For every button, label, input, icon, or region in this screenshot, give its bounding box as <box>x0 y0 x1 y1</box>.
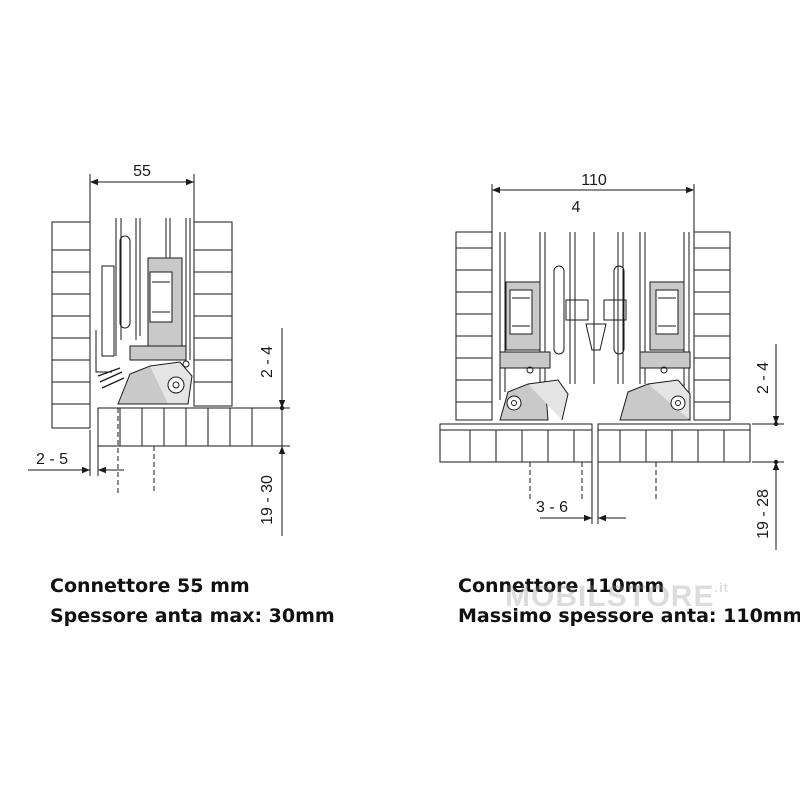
left-assembly <box>51 218 283 494</box>
left-cabinet-panel <box>51 221 91 429</box>
left-width-label: 55 <box>133 163 151 180</box>
right-left-door <box>439 423 593 463</box>
right-cabinet-panel <box>193 221 233 407</box>
right-gap-label: 2 - 4 <box>755 362 772 394</box>
right-right-cabinet-panel <box>693 231 731 421</box>
watermark-logo: MOBILSTORE.it <box>505 580 729 614</box>
right-caption: Connettore 110mm Massimo spessore anta: … <box>458 571 800 631</box>
left-caption-spec: Spessore anta max: 30mm <box>50 605 335 627</box>
watermark-brand: MOBILSTORE <box>505 580 715 613</box>
right-center-gap-label: 3 - 6 <box>536 499 568 516</box>
left-offset-label: 2 - 5 <box>36 451 68 468</box>
carriage-block <box>129 257 187 361</box>
right-width-label: 110 <box>581 172 607 189</box>
right-caption-spec: Massimo spessore anta: 110mm <box>458 605 800 627</box>
right-caption-title: Connettore 110mm <box>458 575 665 597</box>
watermark-suffix: .it <box>714 580 730 595</box>
right-left-cabinet-panel <box>455 231 493 421</box>
left-gap-label: 2 - 4 <box>259 346 276 378</box>
right-thickness-label: 19 - 28 <box>755 489 772 539</box>
left-thickness-label: 19 - 30 <box>259 475 276 525</box>
right-dimensions <box>491 184 784 550</box>
roller-mechanism <box>97 360 193 405</box>
door-panel <box>97 407 283 447</box>
left-caption: Connettore 55 mm Spessore anta max: 30mm <box>50 571 335 631</box>
left-caption-title: Connettore 55 mm <box>50 575 250 597</box>
right-right-door <box>597 423 751 463</box>
right-left-carriage <box>499 281 569 421</box>
right-right-carriage <box>619 281 692 421</box>
left-dimensions <box>28 174 290 536</box>
right-assembly <box>439 231 751 500</box>
right-inner-label: 4 <box>572 199 581 216</box>
